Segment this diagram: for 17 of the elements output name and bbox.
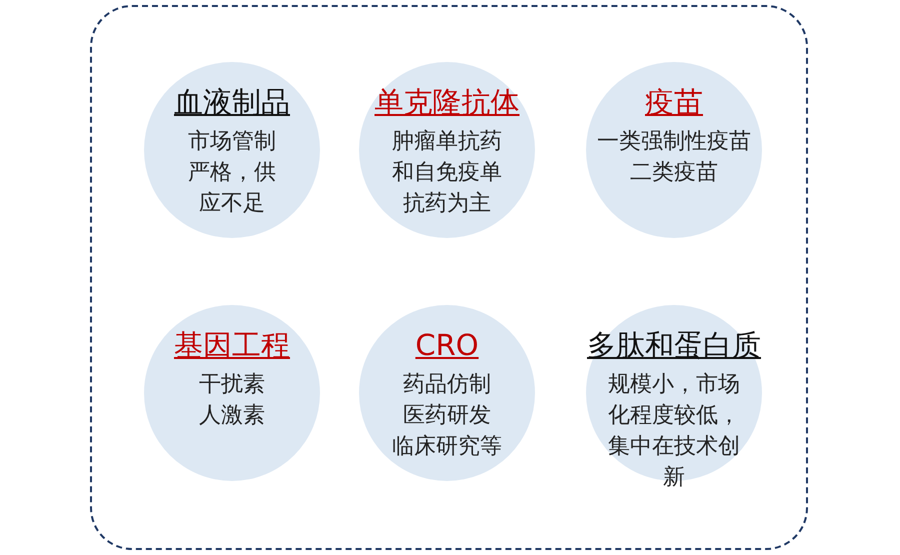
- category-description: 二类疫苗: [629, 159, 719, 187]
- category-heading: 血液制品: [174, 84, 290, 120]
- category-heading: 单克隆抗体: [374, 84, 520, 120]
- category-description: 临床研究等: [391, 433, 503, 461]
- category-description: 医药研发: [402, 402, 492, 430]
- category-description: 药品仿制: [402, 371, 492, 399]
- category-heading: CRO: [415, 327, 479, 363]
- category-description: 规模小，市场化程度较低，集中在技术创新: [607, 371, 741, 492]
- category-description: 干扰素: [198, 371, 266, 399]
- category-heading: 多肽和蛋白质: [587, 327, 761, 363]
- category-description: 市场管制严格，供应不足: [187, 128, 277, 218]
- category-description: 人激素: [198, 402, 266, 430]
- category-description: 一类强制性疫苗: [596, 128, 752, 156]
- dashed-frame: [90, 5, 808, 550]
- category-description: 肿瘤单抗药和自免疫单抗药为主: [391, 128, 503, 218]
- category-heading: 基因工程: [174, 327, 290, 363]
- category-heading: 疫苗: [645, 84, 703, 120]
